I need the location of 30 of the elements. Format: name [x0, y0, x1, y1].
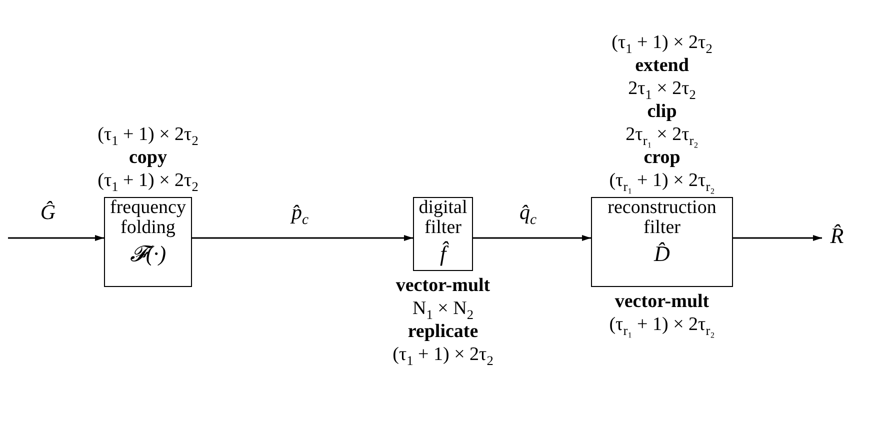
arrow [8, 235, 104, 241]
annotation-text: extend [635, 54, 689, 77]
arrow [192, 235, 413, 241]
symbol-text: D̂ [654, 242, 670, 265]
box-label: digital filter [418, 198, 468, 238]
annotation-text: (τ$_{1}$ + 1) × 2τ$_{2}$ [98, 169, 198, 192]
annotation-text: (τ$_{r₁}$ + 1) × 2τ$_{r₂}$ [609, 313, 715, 336]
annotation-text: (τ$_{1}$ + 1) × 2τ$_{2}$ [98, 123, 198, 146]
annotation-text: replicate [408, 320, 478, 343]
symbol-text: 𝓕(·) [130, 242, 166, 265]
annotation-text: (τ$_{r₁}$ + 1) × 2τ$_{r₂}$ [609, 169, 715, 192]
annotation-text: 2τ$_{r₁}$ × 2τ$_{r₂}$ [626, 123, 698, 146]
annotation-text: (τ$_{1}$ + 1) × 2τ$_{2}$ [612, 31, 712, 54]
symbol-text: f̂ [440, 242, 446, 265]
arrow [473, 235, 591, 241]
arrow [733, 235, 822, 241]
output-label: R̂ [822, 224, 852, 254]
edge-label: Ĝ [40, 200, 56, 225]
annotation-text: copy [129, 146, 167, 169]
annotation-text: N$_{1}$ × N$_{2}$ [412, 297, 474, 320]
annotation-text: (τ$_{1}$ + 1) × 2τ$_{2}$ [392, 343, 494, 366]
annotation-text: vector-mult [396, 274, 490, 297]
annotation-text: vector-mult [614, 290, 710, 313]
edge-label: q̂$_{c}$ [519, 200, 537, 225]
box-label: frequency folding [109, 198, 187, 238]
box-label: reconstruction filter [606, 198, 718, 238]
annotation-text: crop [644, 147, 680, 169]
annotation-text: clip [647, 100, 677, 123]
annotation-text: 2τ$_{1}$ × 2τ$_{2}$ [628, 77, 696, 100]
edge-label: p̂$_{c}$ [291, 200, 309, 225]
